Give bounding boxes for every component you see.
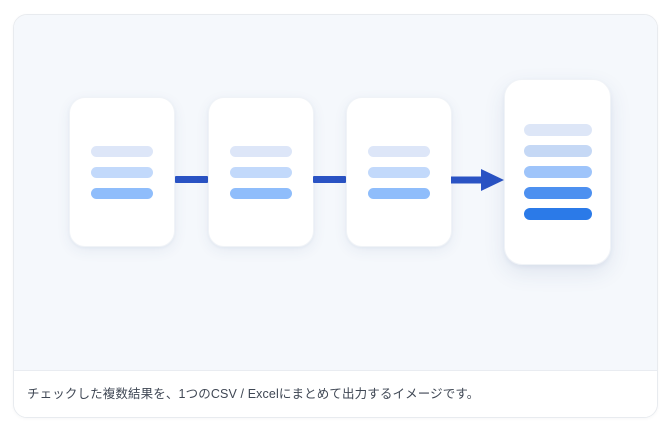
connector-line-2 xyxy=(313,176,346,183)
document-line-bar-3 xyxy=(91,187,153,199)
document-line-rows xyxy=(230,145,292,199)
document-line-bar-5 xyxy=(523,208,592,220)
document-line-bar-2 xyxy=(368,166,430,178)
connector-line-1 xyxy=(175,176,208,183)
document-line-rows xyxy=(368,145,430,199)
merge-flow-diagram xyxy=(14,15,657,371)
document-line-bar-3 xyxy=(523,166,592,178)
source-document-card-1 xyxy=(69,97,175,247)
document-line-bar-1 xyxy=(368,145,430,157)
source-document-card-2 xyxy=(208,97,314,247)
figure-caption-bar: チェックした複数結果を、1つのCSV / Excelにまとめて出力するイメージで… xyxy=(14,370,657,417)
figure-caption-text: チェックした複数結果を、1つのCSV / Excelにまとめて出力するイメージで… xyxy=(27,386,480,401)
document-line-bar-2 xyxy=(91,166,153,178)
document-line-rows xyxy=(523,124,592,220)
document-line-bar-1 xyxy=(91,145,153,157)
document-line-bar-2 xyxy=(523,145,592,157)
document-line-bar-1 xyxy=(230,145,292,157)
diagram-stage xyxy=(14,15,657,371)
figure-card: チェックした複数結果を、1つのCSV / Excelにまとめて出力するイメージで… xyxy=(13,14,658,418)
document-line-bar-4 xyxy=(523,187,592,199)
document-line-bar-3 xyxy=(368,187,430,199)
document-line-bar-2 xyxy=(230,166,292,178)
source-document-card-3 xyxy=(346,97,452,247)
document-line-bar-1 xyxy=(523,124,592,136)
arrow-right-icon xyxy=(451,167,506,193)
merged-output-document-card xyxy=(504,79,611,265)
document-line-rows xyxy=(91,145,153,199)
document-line-bar-3 xyxy=(230,187,292,199)
